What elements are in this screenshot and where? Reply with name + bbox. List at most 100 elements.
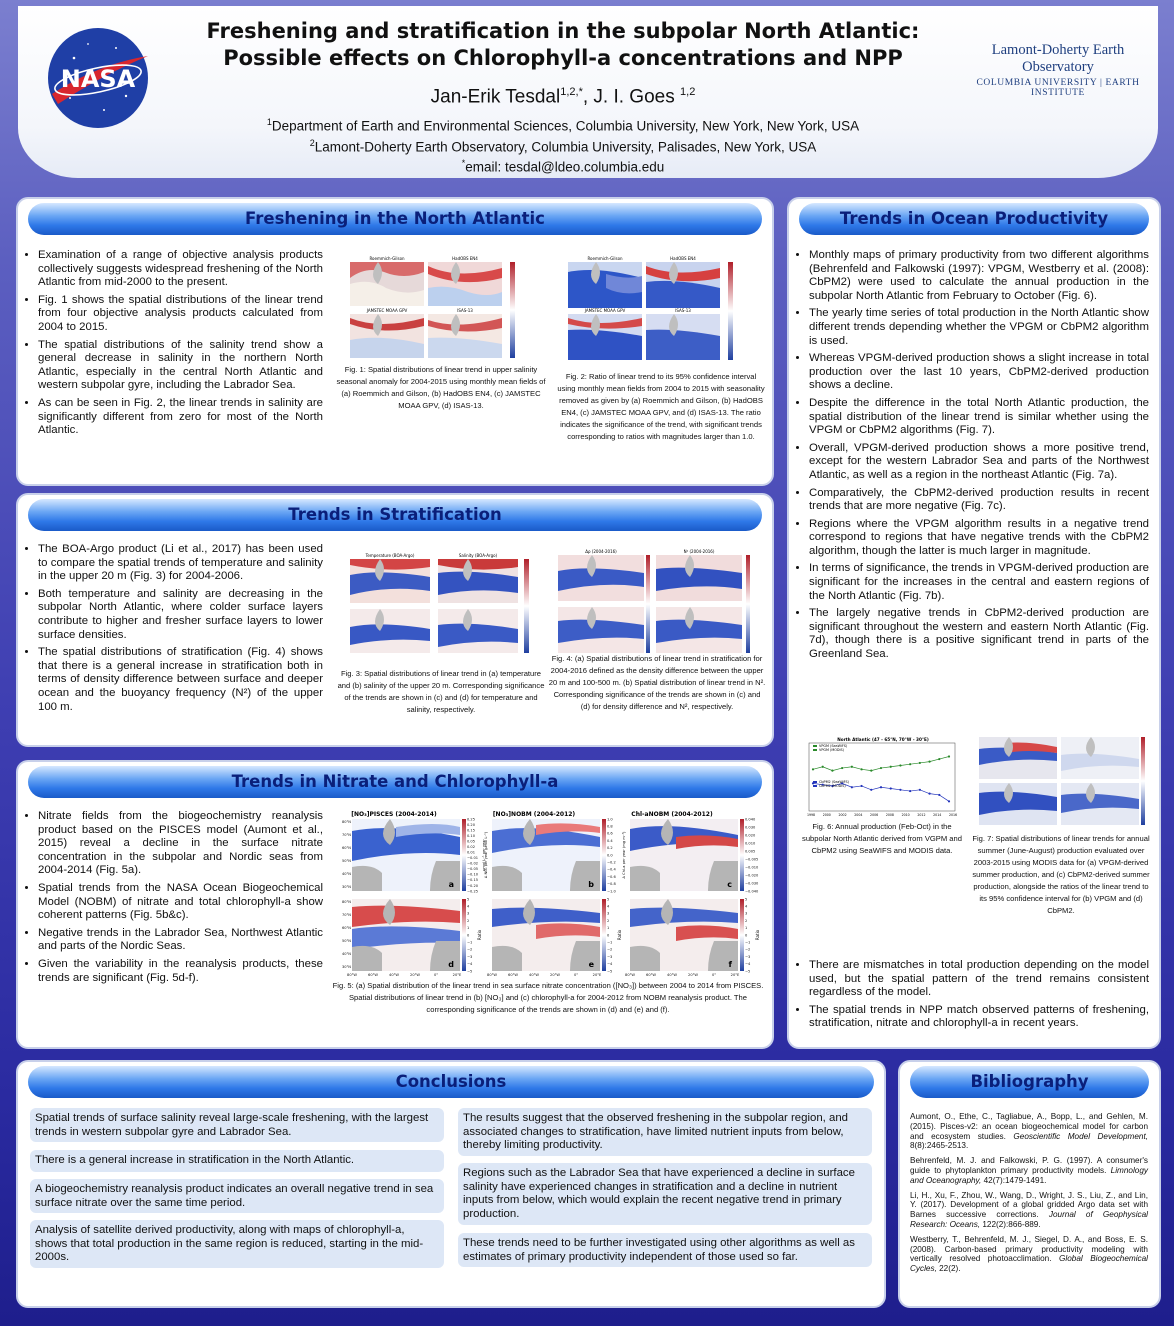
fig6-xtick: 2000 bbox=[823, 813, 831, 817]
fig5-cbtick: 4 bbox=[745, 905, 748, 909]
fig5-xtick: 0° bbox=[434, 973, 438, 977]
fig5-cbtick: −0.15 bbox=[467, 878, 478, 882]
fig5-cbtick: −0.10 bbox=[467, 873, 479, 877]
fig5-cbtick: −3 bbox=[745, 955, 750, 959]
fig5-cblabel-f: Ratio bbox=[755, 929, 760, 940]
fig6-point bbox=[928, 792, 931, 795]
fig1-label-d: ISAS-13 bbox=[457, 308, 473, 313]
nitrate-text: Nitrate fields from the biogeochemistry … bbox=[28, 810, 323, 989]
fig6-point bbox=[938, 793, 941, 797]
productivity-text: Monthly maps of primary productivity fro… bbox=[799, 249, 1149, 666]
bibliography-list: Aumont, O., Ethe, C., Tagliabue, A., Bop… bbox=[910, 1112, 1148, 1279]
fig6-point bbox=[850, 765, 853, 768]
figure-6: North Atlantic (47 - 65°N, 70°W - 30°E) … bbox=[807, 737, 957, 817]
reference-4: Westberry, T., Behrenfeld, M. J., Siegel… bbox=[910, 1234, 1148, 1274]
fig5-cbtick: 0.01 bbox=[467, 851, 475, 855]
fig5-xtick: 0° bbox=[574, 973, 578, 977]
bibliography-panel: Bibliography Aumont, O., Ethe, C., Tagli… bbox=[898, 1060, 1161, 1308]
fig6-xtick: 2012 bbox=[917, 813, 925, 817]
fig5-ytick: 40°N bbox=[342, 952, 351, 956]
fig5-map-d bbox=[352, 899, 460, 971]
fig5-xtick: 40°W bbox=[389, 973, 399, 977]
fig4-label-a: Δρ (2004-2016) bbox=[585, 549, 617, 554]
fig5-cbtick: 1 bbox=[467, 926, 469, 930]
fig5-ytick: 50°N bbox=[342, 859, 351, 863]
fig5-cbtick: 0.05 bbox=[467, 839, 475, 843]
fig6-series bbox=[811, 755, 951, 803]
fig2-colorbar bbox=[728, 262, 733, 360]
fig6-point bbox=[860, 768, 863, 771]
title-line-2: Possible effects on Chlorophyll-a concen… bbox=[223, 46, 903, 70]
fig5-cbtick: −0.040 bbox=[745, 889, 759, 893]
reference-2: Behrenfeld, M. J. and Falkowski, P. G. (… bbox=[910, 1156, 1148, 1185]
stratification-panel: Trends in Stratification The BOA-Argo pr… bbox=[16, 493, 774, 747]
fig5-cbtick: 3 bbox=[607, 912, 609, 916]
fig5-ytick: 30°N bbox=[342, 965, 351, 969]
fig5-cbtick: 1 bbox=[607, 926, 609, 930]
fig6-point bbox=[841, 766, 844, 770]
fig1-map-d bbox=[428, 314, 502, 358]
fig5-cbtick: −1 bbox=[467, 941, 472, 945]
fig5-cbtick: 0.040 bbox=[745, 817, 756, 821]
fig6-point bbox=[909, 763, 912, 766]
fig6-legend-2: VPGM (MODIS) bbox=[819, 748, 845, 752]
fig2-label-b: HadOBS EN4 bbox=[670, 256, 696, 261]
fig5-cbtick: −4 bbox=[607, 962, 613, 966]
fig5-map-f bbox=[630, 899, 738, 971]
fig5-cbtick: −2 bbox=[467, 948, 472, 952]
fig5-ytick: 80°N bbox=[342, 820, 351, 824]
fig5-colorbar-a bbox=[462, 819, 466, 891]
fig5-cbtick: 0.6 bbox=[607, 832, 613, 836]
fig6-point bbox=[860, 784, 863, 788]
bibliography-title: Bibliography bbox=[910, 1066, 1149, 1098]
fig5-cbtick: 0.030 bbox=[745, 825, 756, 829]
fig5-cbtick: −0.010 bbox=[745, 865, 759, 869]
reference-3: Li, H., Xu, F., Zhou, W., Wang, D., Wrig… bbox=[910, 1190, 1148, 1229]
fig6-point bbox=[831, 769, 834, 772]
fig5-cbtick: −3 bbox=[607, 955, 612, 959]
fig6-point bbox=[811, 768, 815, 771]
fig6-point bbox=[928, 760, 931, 763]
fig6-point bbox=[889, 787, 892, 790]
fig5-caption: Fig. 5: (a) Spatial distribution of the … bbox=[332, 981, 764, 1014]
fig5-cbtick: 4 bbox=[467, 905, 470, 909]
affiliations: 1Department of Earth and Environmental S… bbox=[266, 117, 860, 175]
fig5-xtick: 80°W bbox=[487, 973, 497, 977]
figure-5: [NO₃]PISCES (2004-2014) [NO₃]NOBM (2004-… bbox=[342, 811, 760, 977]
fig5-xtick: 80°W bbox=[625, 973, 635, 977]
fig5-cbtick: −5 bbox=[607, 969, 612, 973]
fig5-letter-e: e bbox=[589, 960, 595, 969]
fig5-cbtick: −1 bbox=[607, 941, 612, 945]
fig5-xtick: 40°W bbox=[667, 973, 677, 977]
fig2-map-d bbox=[646, 314, 720, 360]
fig4-map-b bbox=[656, 555, 742, 601]
fig3-map-c bbox=[350, 609, 430, 653]
fig5-colorbar-b bbox=[602, 819, 606, 891]
fig5-cbtick: −0.4 bbox=[607, 868, 616, 872]
fig6-legend-3: CbPM2 (SeaWiFS) bbox=[819, 780, 850, 784]
fig5-ytick: 40°N bbox=[342, 872, 351, 876]
fig6-xtick: 2014 bbox=[933, 813, 941, 817]
fig7-map-b bbox=[1061, 737, 1139, 779]
nitrate-title: Trends in Nitrate and Chlorophyll-a bbox=[28, 766, 762, 798]
fig4-map-c bbox=[558, 607, 644, 653]
fig5-cblabel-d: Ratio bbox=[477, 929, 482, 940]
fig5-cbtick: 3 bbox=[467, 912, 469, 916]
fig7-colorbar bbox=[1141, 737, 1145, 825]
fig5-cbtick: −4 bbox=[467, 962, 473, 966]
fig5-letter-c: c bbox=[727, 880, 732, 889]
fig1-map-a bbox=[350, 262, 424, 306]
fig1-caption: Fig. 1: Spatial distributions of linear … bbox=[336, 365, 546, 410]
authors: Jan-Erik Tesdal1,2,*, J. I. Goes 1,2 bbox=[430, 86, 696, 108]
fig6-point bbox=[899, 764, 902, 767]
fig6-point bbox=[947, 800, 951, 803]
fig5-cbtick: −3 bbox=[467, 955, 472, 959]
fig5-cbtick: −0.6 bbox=[607, 875, 616, 879]
fig4-colorbar-1 bbox=[646, 555, 650, 653]
fig5-cblabel-e: Ratio bbox=[617, 929, 622, 940]
fig5-cbtick: 0 bbox=[607, 933, 610, 937]
fig4-colorbar-2 bbox=[746, 555, 750, 653]
fig6-legend: VPGM (SeaWiFS) VPGM (MODIS) CbPM2 (SeaWi… bbox=[813, 744, 850, 788]
figure-2: Roemmich-Gilson HadOBS EN4 JAMSTEC MOAA … bbox=[568, 256, 733, 360]
fig5-title-a: [NO₃]PISCES (2004-2014) bbox=[351, 811, 437, 818]
